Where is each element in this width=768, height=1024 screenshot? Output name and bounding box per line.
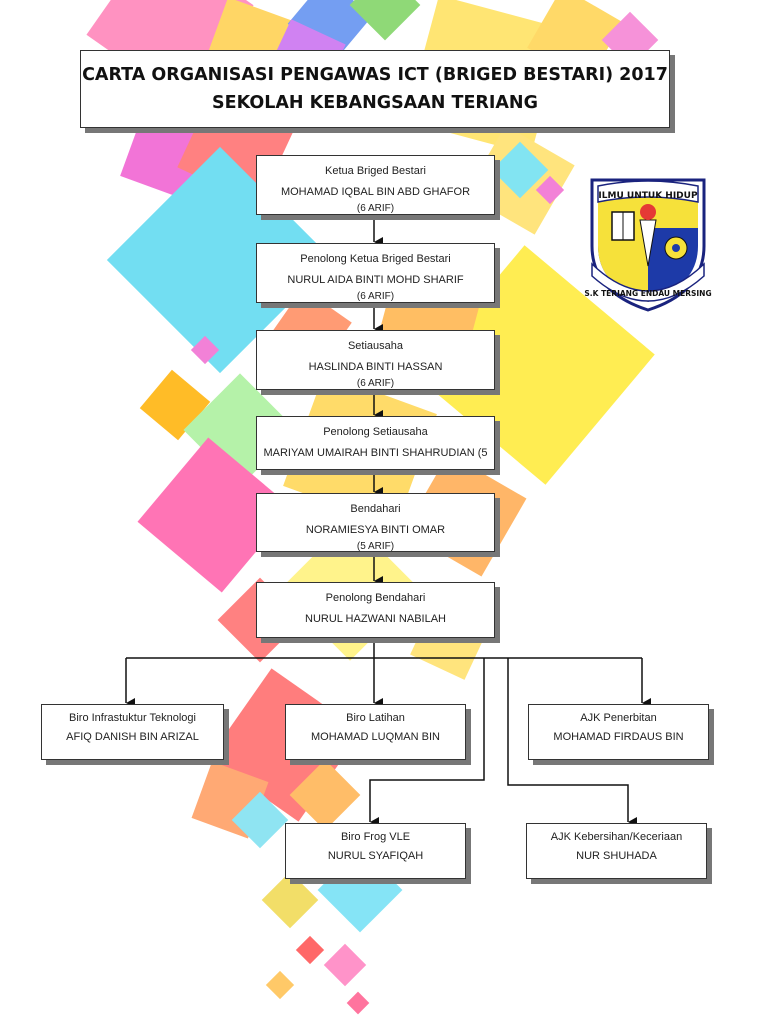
logo-motto: ILMU UNTUK HIDUP <box>598 191 698 201</box>
node-name: NURUL AIDA BINTI MOHD SHARIF <box>287 274 464 286</box>
node-setiausaha: Setiausaha HASLINDA BINTI HASSAN (6 ARIF… <box>256 330 495 390</box>
node-name: MOHAMAD FIRDAUS BIN <box>553 731 684 743</box>
node-role: Penolong Ketua Briged Bestari <box>300 253 451 265</box>
node-ketua: Ketua Briged Bestari MOHAMAD IQBAL BIN A… <box>256 155 495 215</box>
node-name: NURUL SYAFIQAH <box>327 850 424 862</box>
node-penolong-setiausaha: Penolong Setiausaha MARIYAM UMAIRAH BINT… <box>256 416 495 470</box>
node-role: Setiausaha <box>347 340 404 352</box>
chart-title: CARTA ORGANISASI PENGAWAS ICT (BRIGED BE… <box>82 65 668 85</box>
node-ajk-kebersihan: AJK Kebersihan/Keceriaan NUR SHUHADA <box>526 823 707 879</box>
node-name: NUR SHUHADA <box>576 850 657 862</box>
node-class: (6 ARIF) <box>356 291 395 302</box>
node-role: Biro Infrastuktur Teknologi <box>69 712 196 724</box>
node-name: HASLINDA BINTI HASSAN <box>308 361 443 373</box>
node-role: Ketua Briged Bestari <box>325 165 426 177</box>
logo-school-name: S.K TERIANG ENDAU MERSING <box>584 289 711 298</box>
node-role: Bendahari <box>350 503 401 515</box>
node-name: NORAMIESYA BINTI OMAR <box>305 524 446 536</box>
node-class: (6 ARIF) <box>356 378 395 389</box>
node-role: Penolong Setiausaha <box>323 426 428 438</box>
node-name: MOHAMAD LUQMAN BIN <box>311 731 440 743</box>
node-class: (6 ARIF) <box>356 203 395 214</box>
node-role: Biro Frog VLE <box>340 831 411 843</box>
node-penolong-ketua: Penolong Ketua Briged Bestari NURUL AIDA… <box>256 243 495 303</box>
node-name: AFIQ DANISH BIN ARIZAL <box>66 731 199 743</box>
school-crest-logo: ILMU UNTUK HIDUP S.K TERIANG ENDAU MERSI… <box>584 178 712 312</box>
chart-title-box: CARTA ORGANISASI PENGAWAS ICT (BRIGED BE… <box>80 50 670 128</box>
node-role: AJK Kebersihan/Keceriaan <box>550 831 683 843</box>
branch-frog <box>369 658 485 827</box>
node-role: Penolong Bendahari <box>325 592 426 604</box>
node-name: NURUL HAZWANI NABILAH <box>305 613 446 625</box>
node-name: MARIYAM UMAIRAH BINTI SHAHRUDIAN (5 <box>263 447 488 459</box>
node-role: Biro Latihan <box>346 712 405 724</box>
node-bendahari: Bendahari NORAMIESYA BINTI OMAR (5 ARIF) <box>256 493 495 552</box>
node-role: AJK Penerbitan <box>580 712 657 724</box>
node-biro-frog-vle: Biro Frog VLE NURUL SYAFIQAH <box>285 823 466 879</box>
branch-kebersihan <box>507 658 637 827</box>
node-ajk-penerbitan: AJK Penerbitan MOHAMAD FIRDAUS BIN <box>528 704 709 760</box>
node-name: MOHAMAD IQBAL BIN ABD GHAFOR <box>280 186 471 198</box>
node-biro-latihan: Biro Latihan MOHAMAD LUQMAN BIN <box>285 704 466 760</box>
chart-subtitle: SEKOLAH KEBANGSAAN TERIANG <box>212 93 538 113</box>
node-class: (5 ARIF) <box>356 541 395 552</box>
node-biro-infrastruktur: Biro Infrastuktur Teknologi AFIQ DANISH … <box>41 704 224 760</box>
node-penolong-bendahari: Penolong Bendahari NURUL HAZWANI NABILAH <box>256 582 495 638</box>
